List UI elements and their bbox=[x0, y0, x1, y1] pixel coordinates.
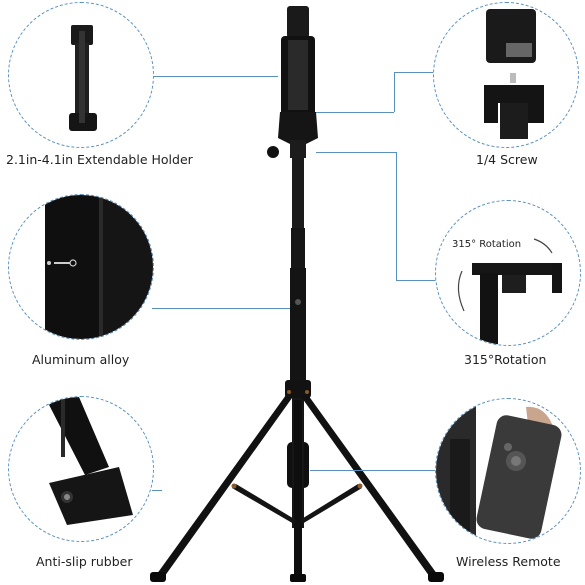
connector-rotation-h2 bbox=[396, 280, 436, 281]
connector-screw-h1 bbox=[316, 112, 394, 113]
rotation-inset-label: 315° Rotation bbox=[452, 239, 522, 250]
rubber-detail-circle bbox=[8, 396, 154, 542]
alloy-label: Aluminum alloy bbox=[32, 352, 130, 367]
screw-label: 1/4 Screw bbox=[476, 152, 538, 167]
holder-clamp-image bbox=[69, 25, 97, 131]
holder-detail-circle bbox=[8, 2, 154, 148]
remote-detail-circle bbox=[435, 398, 581, 544]
connector-screw-h2 bbox=[394, 72, 434, 73]
screw-mount-image bbox=[484, 9, 544, 139]
rotation-label: 315°Rotation bbox=[464, 352, 547, 367]
rotation-detail-circle: 315° Rotation bbox=[435, 200, 581, 346]
connector-rubber bbox=[152, 490, 162, 491]
remote-label: Wireless Remote bbox=[456, 554, 561, 569]
alloy-detail-circle bbox=[8, 194, 154, 340]
rubber-label: Anti-slip rubber bbox=[36, 554, 133, 569]
connector-holder bbox=[152, 76, 278, 77]
aluminum-tube-image bbox=[45, 195, 153, 339]
connector-screw-v bbox=[394, 72, 395, 112]
rotation-head-image bbox=[457, 238, 562, 345]
connector-rotation-v bbox=[396, 152, 397, 280]
connector-rotation-h bbox=[316, 152, 396, 153]
remote-control-image bbox=[436, 399, 562, 543]
holder-label: 2.1in-4.1in Extendable Holder bbox=[6, 152, 193, 167]
rubber-foot-image bbox=[45, 397, 133, 525]
connector-remote bbox=[310, 470, 436, 471]
connector-alloy bbox=[152, 308, 290, 309]
screw-detail-circle bbox=[433, 2, 579, 148]
